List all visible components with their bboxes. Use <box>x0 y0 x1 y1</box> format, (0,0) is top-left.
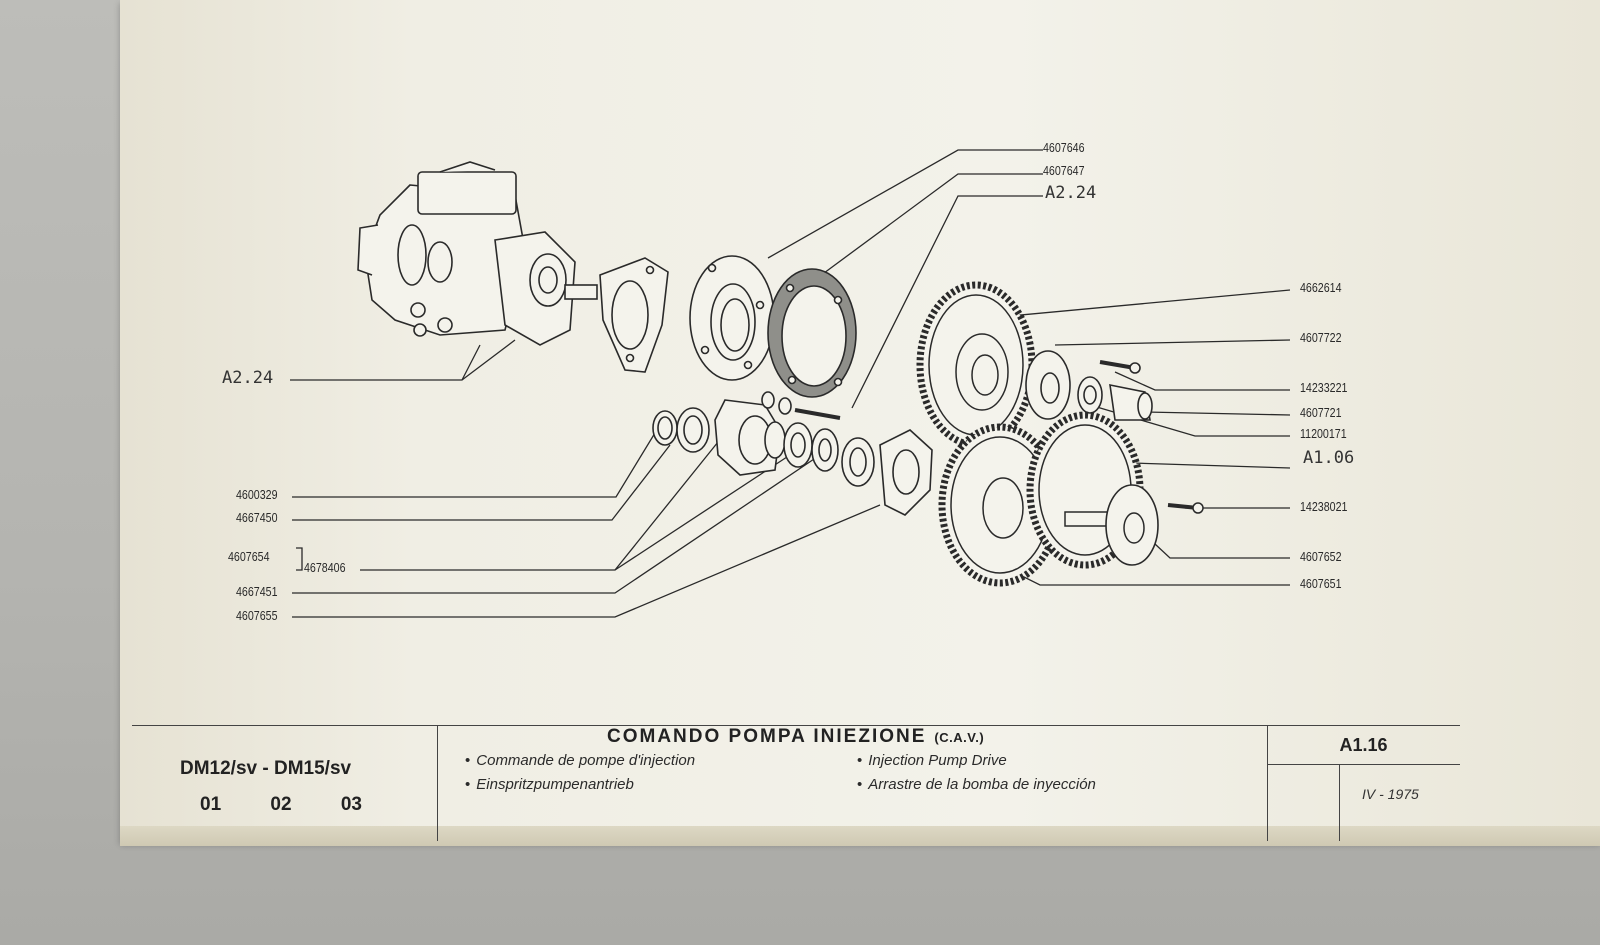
callout-part-number: 4600329 <box>236 487 278 502</box>
idler-gear-icon <box>938 423 1062 587</box>
callout-part-number: 4607647 <box>1043 163 1085 178</box>
leader-line <box>360 441 719 571</box>
flange-plate-icon <box>689 255 775 381</box>
leader-line <box>1054 339 1291 346</box>
callout-part-number: 4667451 <box>236 584 278 599</box>
callout-part-number: 4607651 <box>1300 576 1342 591</box>
callout-part-number: 4607655 <box>236 608 278 623</box>
callout-part-number: 4607652 <box>1300 549 1342 564</box>
circlip-icon <box>657 416 673 440</box>
leader-line <box>1114 371 1290 391</box>
leader-line <box>851 195 1043 409</box>
leader-line <box>1144 411 1291 416</box>
variant-list: 01 02 03 <box>200 794 406 816</box>
leader-line <box>767 149 1043 259</box>
leader-line <box>461 344 481 381</box>
title-block: DM12/sv - DM15/sv 01 02 03 COMANDO POMPA… <box>132 725 1460 841</box>
injection-pump-icon <box>357 161 598 346</box>
pump-gear-icon <box>1026 411 1204 569</box>
section-code: A1.16 <box>1267 726 1460 765</box>
variant-code: 03 <box>340 794 362 815</box>
leader-line <box>292 427 659 498</box>
callout-part-number: 4667450 <box>236 510 278 525</box>
callout-ref: A1.06 <box>1303 448 1355 468</box>
variant-code: 02 <box>270 794 292 815</box>
divider <box>1339 764 1340 841</box>
washer-icon <box>778 397 792 415</box>
model-cell: DM12/sv - DM15/sv 01 02 03 <box>132 726 438 841</box>
washer-icon <box>683 415 703 445</box>
bracket <box>296 547 303 571</box>
nut-icon <box>761 391 775 409</box>
title-cell: COMANDO POMPA INIEZIONE (C.A.V.) Commande… <box>437 726 1268 841</box>
leader-line <box>292 444 671 521</box>
variant-code: 01 <box>200 794 222 815</box>
callout-part-number: 11200171 <box>1300 426 1347 441</box>
translation-de: Einspritzpumpenantrieb <box>465 776 634 793</box>
page-title-suffix: (C.A.V.) <box>934 730 985 745</box>
flange-gasket-icon <box>599 257 669 373</box>
callout-part-number: 4607722 <box>1300 330 1342 345</box>
page-stack-edge <box>120 826 1600 846</box>
callout-part-number: 4607721 <box>1300 405 1342 420</box>
callout-ref: A2.24 <box>1045 183 1097 203</box>
stud-icon <box>794 408 841 420</box>
callout-part-number: 14233221 <box>1300 380 1348 395</box>
page-title-text: COMANDO POMPA INIEZIONE <box>607 726 927 747</box>
bolt-icon <box>1099 360 1136 370</box>
hatched-gasket-icon <box>767 268 857 398</box>
callout-part-number: 4662614 <box>1300 280 1342 295</box>
translation-fr: Commande de pompe d'injection <box>465 752 695 769</box>
leader-line <box>614 454 791 571</box>
leader-line <box>1009 289 1291 317</box>
callout-part-number: 14238021 <box>1300 499 1348 514</box>
callout-part-number: 4607646 <box>1043 140 1085 155</box>
model-name: DM12/sv - DM15/sv <box>180 758 352 779</box>
leader-line <box>819 173 1043 277</box>
catalog-page <box>120 0 1600 842</box>
leader-line <box>292 504 881 618</box>
leader-line <box>1139 529 1290 559</box>
callout-part-number: 4678406 <box>304 560 346 575</box>
callout-part-number: 4607654 <box>228 549 270 564</box>
leader-line <box>292 454 821 594</box>
leader-line <box>290 339 516 381</box>
callout-ref: A2.24 <box>222 368 274 388</box>
translation-es: Arrastre de la bomba de inyección <box>857 776 1096 793</box>
code-cell: A1.16 IV - 1975 <box>1267 726 1460 841</box>
translation-en: Injection Pump Drive <box>857 752 1006 769</box>
page-title: COMANDO POMPA INIEZIONE (C.A.V.) <box>607 726 984 748</box>
issue-date: IV - 1975 <box>1362 786 1419 802</box>
drive-gear-icon <box>916 281 1036 449</box>
